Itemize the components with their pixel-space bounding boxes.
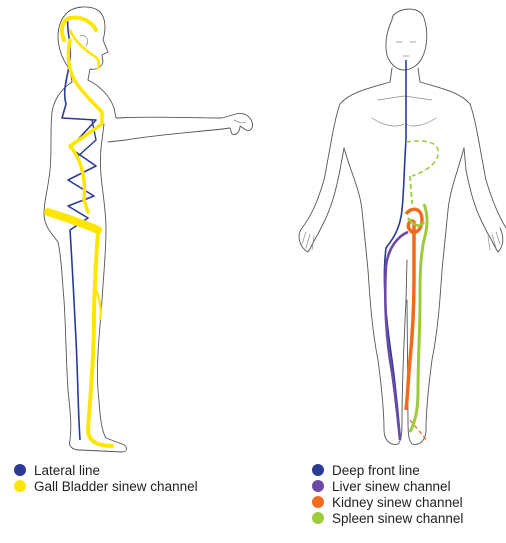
legend-label: Liver sinew channel [332,479,451,494]
legend-swatch-lateral-line [14,464,26,476]
front-view-figure [299,9,506,444]
legend-item-spleen: Spleen sinew channel [312,510,463,526]
legend-swatch-spleen [312,512,324,524]
legend-swatch-liver [312,480,324,492]
legend-swatch-gall-bladder [14,480,26,492]
legend-right: Deep front line Liver sinew channel Kidn… [312,462,463,526]
legend-swatch-kidney [312,496,324,508]
legend-label: Gall Bladder sinew channel [34,479,198,494]
legend-item-liver: Liver sinew channel [312,478,463,494]
legend-left: Lateral line Gall Bladder sinew channel [14,462,198,494]
legend-item-lateral-line: Lateral line [14,462,198,478]
legend-label: Deep front line [332,463,420,478]
legend-item-kidney: Kidney sinew channel [312,494,463,510]
legend-item-deep-front-line: Deep front line [312,462,463,478]
side-view-figure [44,7,253,452]
legend-label: Kidney sinew channel [332,495,463,510]
legend-label: Spleen sinew channel [332,511,463,526]
legend-swatch-deep-front-line [312,464,324,476]
legend-label: Lateral line [34,463,100,478]
legend-item-gall-bladder: Gall Bladder sinew channel [14,478,198,494]
